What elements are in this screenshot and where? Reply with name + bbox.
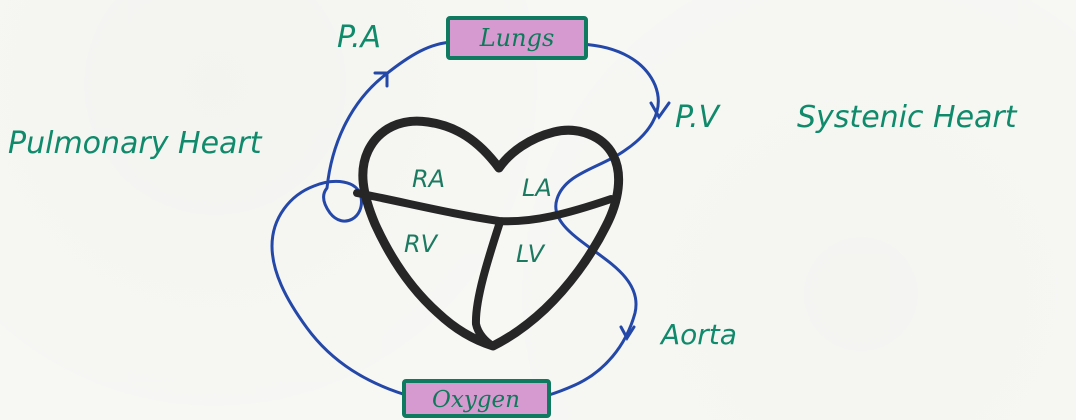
heart-outline [363, 121, 619, 346]
left-ventricle-label: LV [516, 240, 546, 268]
left-atrium-label: LA [522, 174, 552, 202]
pulmonary-vein-label: P.V [675, 100, 721, 135]
pulmonary-heart-label: Pulmonary Heart [8, 126, 263, 161]
lungs-label: Lungs [479, 24, 555, 52]
systemic-heart-label: Systenic Heart [797, 100, 1018, 135]
oxygen-label: Oxygen [432, 387, 520, 413]
ventricular-septum [476, 222, 500, 346]
aorta-label: Aorta [659, 318, 737, 351]
right-ventricle-label: RV [404, 230, 439, 258]
atrioventricular-divider [357, 193, 611, 221]
pulmonary-vein-arrow [651, 103, 669, 117]
right-atrium-label: RA [412, 165, 445, 193]
pulmonary-artery-label: P.A [337, 20, 381, 55]
circulation-loop [272, 41, 658, 404]
